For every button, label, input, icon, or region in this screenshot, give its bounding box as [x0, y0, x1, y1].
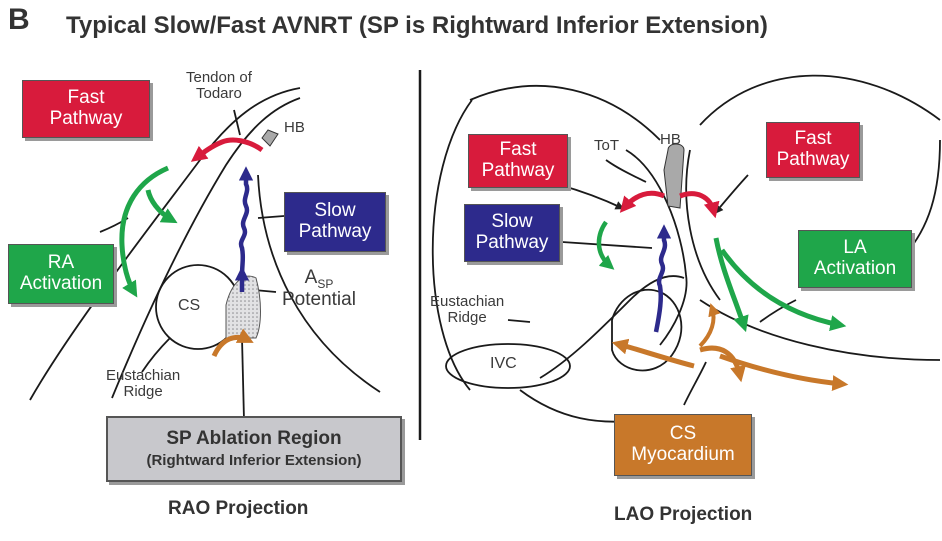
rao-anatomy — [29, 87, 381, 421]
rao-fast-pathway-box: Fast Pathway — [22, 80, 150, 138]
lao-fast-left-line2: Pathway — [481, 160, 555, 181]
lao-cs-arrow-mid — [699, 345, 746, 383]
rao-cs-label: CS — [178, 297, 201, 314]
lao-slow-arrow — [653, 224, 672, 333]
lao-cs-line2: Myocardium — [631, 444, 735, 465]
rao-eustachian-label: Eustachian Ridge — [106, 368, 180, 400]
rao-fast-pathway-line2: Pathway — [49, 108, 123, 129]
rao-ra-activation-box: RA Activation — [8, 244, 114, 304]
rao-asp-main: A — [304, 267, 318, 288]
rao-asp-sub: SP — [317, 276, 334, 291]
rao-slow-pathway-line2: Pathway — [298, 221, 372, 242]
rao-eustachian-line2: Ridge — [123, 382, 163, 400]
rao-ra-arrow-left — [119, 165, 170, 298]
lao-projection-label: LAO Projection — [614, 504, 753, 525]
rao-ablation-region-shape — [225, 275, 261, 339]
rao-ra-arrow-right — [145, 189, 178, 224]
rao-asp-line2: Potential — [282, 289, 356, 311]
lao-la-line1: LA — [843, 237, 867, 259]
lao-la-activation-box: LA Activation — [798, 230, 912, 288]
lao-cs-arrow-right — [719, 353, 849, 392]
lao-slow-line1: Slow — [491, 211, 533, 233]
rao-fast-arrow — [190, 137, 264, 162]
rao-hb-shape — [261, 129, 279, 147]
lao-la-arrow-down — [713, 237, 749, 333]
lao-fast-right-line1: Fast — [794, 128, 832, 150]
lao-ivc-label: IVC — [490, 355, 517, 372]
rao-slow-pathway-line1: Slow — [314, 200, 356, 222]
lao-fast-left-line1: Fast — [499, 139, 537, 161]
lao-cs-arrow-up — [698, 303, 721, 348]
rao-ablation-box: SP Ablation Region (Rightward Inferior E… — [106, 416, 402, 482]
lao-cs-line1: CS — [669, 423, 697, 445]
rao-fast-pathway-line1: Fast — [67, 87, 105, 109]
lao-slow-line2: Pathway — [475, 232, 549, 253]
lao-tot-label: ToT — [594, 137, 620, 154]
lao-eustachian-line1: Eustachian — [430, 293, 505, 310]
lao-eustachian-label: Eustachian Ridge — [430, 294, 504, 326]
rao-cs-arrow — [211, 328, 254, 358]
rao-slow-arrow — [238, 166, 254, 279]
rao-tendon-line2: Todaro — [196, 84, 242, 102]
figure-letter: B — [8, 3, 30, 36]
lao-fast-pathway-left-box: Fast Pathway — [468, 134, 568, 188]
lao-cs-myocardium-box: CS Myocardium — [614, 414, 752, 476]
rao-ablation-line2: (Rightward Inferior Extension) — [146, 452, 362, 470]
rao-tendon-label: Tendon of Todaro — [186, 70, 252, 102]
rao-ra-line1: RA — [47, 252, 75, 274]
lao-slow-pathway-box: Slow Pathway — [464, 204, 560, 262]
rao-hb-label: HB — [284, 119, 305, 136]
lao-fast-arrow-right — [679, 191, 720, 219]
lao-fast-right-line2: Pathway — [776, 149, 850, 170]
rao-asp-label: ASP Potential — [282, 268, 356, 310]
lao-hb-shape — [663, 143, 685, 209]
lao-cs-arrow-left — [611, 338, 695, 369]
rao-tendon-line1: Tendon of — [186, 69, 252, 86]
figure-title: Typical Slow/Fast AVNRT (SP is Rightward… — [66, 12, 768, 39]
lao-hb-label: HB — [660, 131, 681, 148]
lao-ra-arrow — [596, 220, 615, 270]
rao-ra-line2: Activation — [19, 273, 103, 294]
lao-la-line2: Activation — [813, 258, 897, 279]
rao-projection-label: RAO Projection — [168, 498, 309, 519]
rao-slow-pathway-box: Slow Pathway — [284, 192, 386, 252]
lao-la-arrow-right — [719, 248, 847, 331]
rao-eustachian-line1: Eustachian — [106, 367, 181, 384]
rao-ablation-line1: SP Ablation Region — [166, 427, 342, 449]
lao-fast-pathway-right-box: Fast Pathway — [766, 122, 860, 178]
lao-eustachian-line2: Ridge — [447, 308, 487, 326]
lao-fast-arrow-left — [619, 190, 665, 213]
